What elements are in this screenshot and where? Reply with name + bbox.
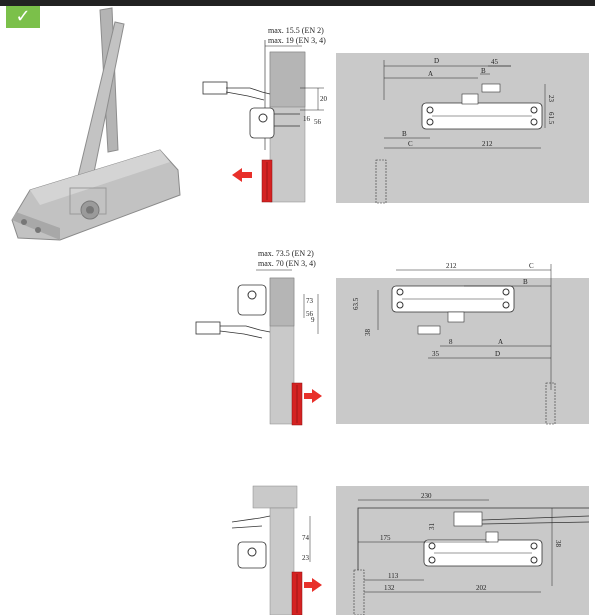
section3-dim-132: 132	[384, 584, 395, 592]
section2-dim-D: D	[495, 350, 500, 358]
section2-side-view: max. 73.5 (EN 2) max. 70 (EN 3, 4) 73 56…	[195, 249, 322, 426]
section1-side-dim-16: 16	[303, 115, 311, 123]
section3-dim-113: 113	[388, 572, 399, 580]
section3-side-dim-74: 74	[302, 534, 310, 542]
section1-dim-23: 23	[547, 95, 555, 103]
section1-dim-D: D	[434, 57, 439, 65]
section2-side-dim-9: 9	[311, 316, 315, 324]
section1-dim-A: A	[428, 70, 433, 78]
section3-dim-175: 175	[380, 534, 391, 542]
section2-dim-63: 63.5	[352, 297, 360, 310]
top-rule	[0, 0, 595, 6]
door-closer-photo	[11, 7, 181, 241]
section2-top-view: 212 C B A D 35 8 63.5 38	[336, 262, 589, 425]
section1-dim-B2: B	[402, 130, 407, 138]
section3-top-view: 230 175 31 113 132 202 38	[336, 486, 590, 615]
section1-dim-212: 212	[482, 140, 493, 148]
section1-dim-45: 45	[491, 58, 499, 66]
section2-dim-B: B	[523, 278, 528, 286]
section1-side-dim-56: 56	[314, 118, 322, 126]
section2-dim-35: 35	[432, 350, 440, 358]
section3-dim-38: 38	[554, 540, 562, 548]
section1-side-dim-20: 20	[320, 95, 328, 103]
section2-side-dim-56: 56	[306, 310, 314, 318]
section3-dim-230: 230	[421, 492, 432, 500]
section2-note-line1: max. 73.5 (EN 2)	[258, 249, 314, 258]
section1-top-view: D A B 45 B C 212 23 61.5	[336, 53, 589, 204]
section2-dim-38: 38	[364, 329, 372, 337]
section3-side-dim-23: 23	[302, 554, 310, 562]
section2-dim-A: A	[498, 338, 503, 346]
section2-side-dim-73: 73	[306, 297, 314, 305]
section2-note-line2: max. 70 (EN 3, 4)	[258, 259, 316, 268]
section2-dim-8: 8	[449, 338, 453, 346]
section2-dim-212: 212	[446, 262, 457, 270]
section2-dim-C: C	[529, 262, 534, 270]
section1-note-line1: max. 15.5 (EN 2)	[268, 26, 324, 35]
section1-dim-61: 61.5	[547, 112, 555, 125]
section1-side-view: max. 15.5 (EN 2) max. 19 (EN 3, 4) 20 16…	[202, 26, 328, 203]
section1-note-line2: max. 19 (EN 3, 4)	[268, 36, 326, 45]
section1-dim-C: C	[408, 140, 413, 148]
section1-dim-B: B	[481, 67, 486, 75]
section3-dim-31: 31	[428, 523, 436, 531]
checkmark-icon: ✓	[6, 6, 40, 28]
section3-dim-202: 202	[476, 584, 487, 592]
section3-side-view: 74 23	[231, 485, 322, 615]
